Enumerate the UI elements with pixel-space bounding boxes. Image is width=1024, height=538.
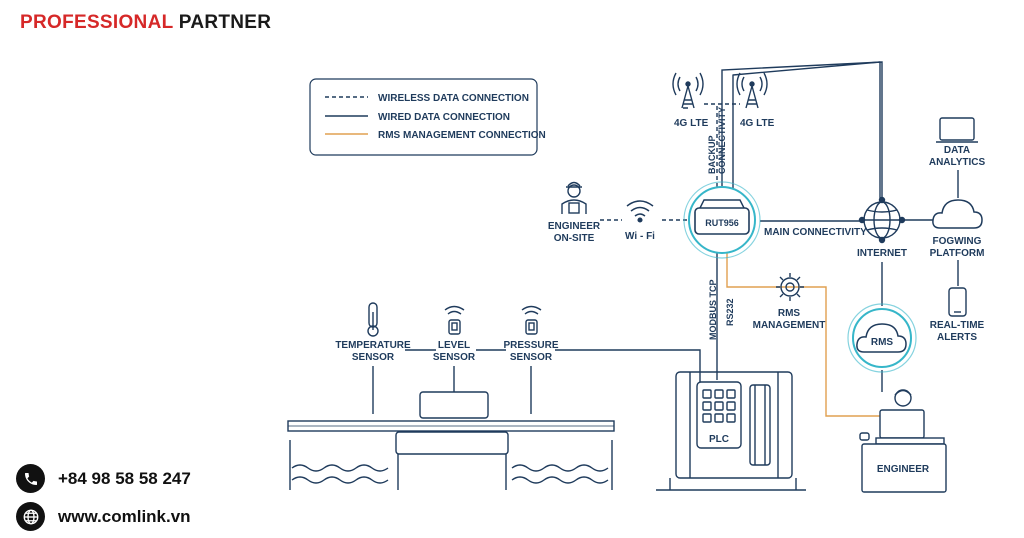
plc-cabinet (656, 371, 806, 491)
engineer-onsite-label-1: ENGINEER (548, 221, 601, 232)
internet-label: INTERNET (857, 248, 907, 259)
main-connectivity-label: MAIN CONNECTIVITY (764, 227, 867, 238)
gear-icon (776, 273, 804, 301)
level-sensor-icon (444, 305, 465, 335)
data-analytics-label-2: ANALYTICS (929, 157, 986, 168)
legend: WIRELESS DATA CONNECTION WIRED DATA CONN… (309, 78, 546, 156)
pressure-sensor-label-1: PRESSURE (503, 340, 558, 351)
sensor-bus-wire (555, 349, 701, 382)
phone-icon (16, 464, 45, 493)
rms-management-label-2: MANAGEMENT (753, 320, 826, 331)
lte-left-label: 4G LTE (674, 118, 709, 129)
page-title: PROFESSIONAL PARTNER (20, 12, 271, 34)
router-label: RUT956 (705, 218, 739, 228)
wifi-label: Wi - Fi (625, 231, 655, 242)
lte-tower-right (736, 72, 768, 109)
website-contact[interactable]: www.comlink.vn (16, 502, 191, 531)
rms-management-label-1: RMS (778, 308, 801, 319)
website-url: www.comlink.vn (58, 506, 191, 526)
fogwing-label-1: FOGWING (933, 236, 982, 247)
rms-cloud-label: RMS (871, 337, 894, 348)
phone-contact[interactable]: +84 98 58 58 247 (16, 464, 191, 493)
legend-box (309, 78, 538, 156)
legend-wireless-label: WIRELESS DATA CONNECTION (378, 93, 529, 104)
rms-management-link (726, 250, 880, 417)
temp-sensor-label-1: TEMPERATURE (335, 340, 411, 351)
svg-text:CONNECTIVITY: CONNECTIVITY (717, 107, 727, 174)
svg-text:BACKUP: BACKUP (707, 135, 717, 174)
lte-right-label: 4G LTE (740, 118, 775, 129)
thermometer-icon (367, 302, 379, 337)
router-to-internet-wire (732, 61, 881, 200)
engineer-desk-illustration (859, 389, 947, 493)
rs232-label: RS232 (725, 298, 735, 326)
water-tank-illustration (287, 391, 615, 490)
title-part-professional: PROFESSIONAL (20, 12, 174, 33)
level-sensor-label-1: LEVEL (438, 340, 470, 351)
internet-globe-icon (858, 196, 906, 244)
connections (372, 61, 959, 417)
modbus-label: MODBUS TCP (708, 280, 718, 341)
level-sensor-label-2: SENSOR (433, 352, 476, 363)
engineer-onsite-label-2: ON-SITE (554, 233, 595, 244)
realtime-alerts-label-1: REAL-TIME (930, 320, 985, 331)
phone-number: +84 98 58 58 247 (58, 468, 191, 488)
phone-alert-icon (948, 287, 967, 317)
engineer-label: ENGINEER (877, 464, 930, 475)
title-part-partner: PARTNER (178, 12, 272, 33)
legend-wired-label: WIRED DATA CONNECTION (378, 112, 510, 123)
globe-icon (16, 502, 45, 531)
svg-text:MODBUS TCP: MODBUS TCP (708, 280, 718, 341)
lte-tower-left (672, 72, 704, 109)
router-node[interactable]: RUT956 (683, 181, 761, 259)
pressure-sensor-label-2: SENSOR (510, 352, 553, 363)
wifi-icon (626, 200, 654, 223)
pressure-sensor-icon (521, 305, 542, 335)
realtime-alerts-label-2: ALERTS (937, 332, 977, 343)
svg-text:RS232: RS232 (725, 298, 735, 326)
router-uplink-wire (721, 61, 883, 198)
backup-connectivity-label: BACKUP CONNECTIVITY (707, 107, 727, 174)
engineer-onsite-icon (561, 181, 587, 214)
temp-sensor-label-2: SENSOR (352, 352, 395, 363)
plc-label: PLC (709, 434, 729, 445)
legend-rms-label: RMS MANAGEMENT CONNECTION (378, 130, 546, 141)
data-analytics-label-1: DATA (944, 145, 970, 156)
fogwing-label-2: PLATFORM (930, 248, 985, 259)
fogwing-cloud-icon (932, 199, 983, 229)
router-body (694, 207, 750, 235)
data-analytics-icon (936, 117, 978, 143)
rms-cloud-node: RMS (847, 303, 917, 373)
